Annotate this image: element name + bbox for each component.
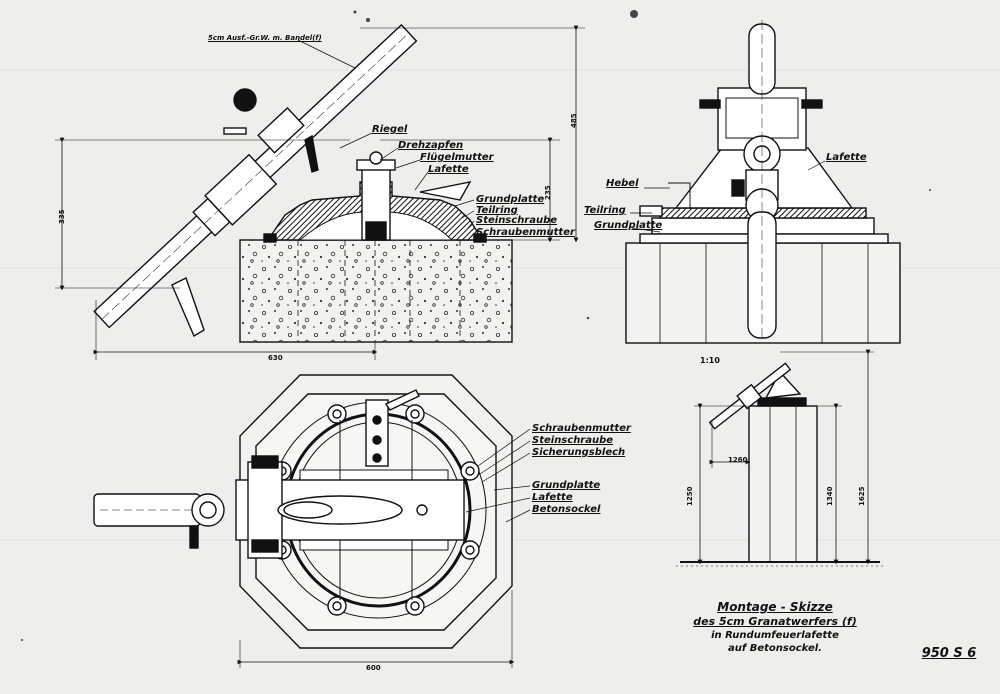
scale-label: 1:10 <box>700 356 720 365</box>
label-lafette-top: Lafette <box>532 492 573 503</box>
dim-height-1625: 1625 <box>858 486 866 506</box>
label-teilring-side: Teilring <box>476 205 518 216</box>
top-view <box>93 374 531 668</box>
concrete-base-side <box>239 239 513 343</box>
label-schraubenmutter-side: Schraubenmutter <box>476 227 575 238</box>
dim-height-235: 235 <box>544 185 552 200</box>
front-view <box>625 20 901 344</box>
label-betonsockel-top: Betonsockel <box>532 504 601 515</box>
scan-specks <box>21 10 931 641</box>
title-line-2: des 5cm Granatwerfers (f) <box>693 615 857 628</box>
label-weapon-designation: 5cm Ausf.-Gr.W. m. Bandel(f) <box>208 34 322 42</box>
concrete-column <box>748 405 818 563</box>
label-lafette-side: Lafette <box>428 164 469 175</box>
dim-height-335: 335 <box>58 209 66 224</box>
label-grundplatte-front: Grundplatte <box>594 220 663 231</box>
small-elevation-view <box>676 349 884 567</box>
title-line-4: auf Betonsockel. <box>728 643 822 654</box>
label-sicherungsblech-top: Sicherungsblech <box>532 447 626 458</box>
label-drehzapfen: Drehzapfen <box>398 140 464 151</box>
label-riegel: Riegel <box>372 124 408 135</box>
side-view <box>55 23 585 360</box>
dim-height-485: 485 <box>570 113 578 128</box>
label-grundplatte-side: Grundplatte <box>476 194 545 205</box>
mortar-tube-side <box>93 23 418 329</box>
dim-height-1250: 1250 <box>686 486 694 506</box>
dim-width-630: 630 <box>268 354 283 362</box>
dim-width-600: 600 <box>366 664 381 672</box>
sheet-number: 950 S 6 <box>921 646 977 661</box>
dim-offset-1260: 1260 <box>728 456 748 464</box>
label-lafette-front: Lafette <box>826 152 867 163</box>
dim-height-1340: 1340 <box>826 486 834 506</box>
label-schraubenmutter-top: Schraubenmutter <box>532 423 631 434</box>
label-steinschraube-top: Steinschraube <box>532 435 614 446</box>
title-line-1: Montage - Skizze <box>717 600 833 614</box>
sight-knob <box>233 88 257 112</box>
label-hebel-front: Hebel <box>606 178 639 189</box>
handle-lever <box>171 277 205 338</box>
label-fluegelmutter: Flügelmutter <box>420 152 494 163</box>
label-teilring-front: Teilring <box>584 205 626 216</box>
title-line-3: in Rundumfeuerlafette <box>711 630 839 641</box>
label-grundplatte-top: Grundplatte <box>532 480 601 491</box>
label-steinschraube-side: Steinschraube <box>476 215 558 226</box>
